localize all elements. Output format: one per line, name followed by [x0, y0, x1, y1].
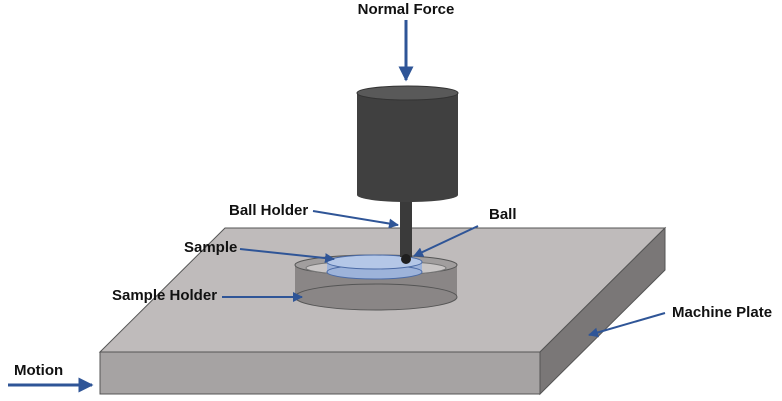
sample-holder-bottom	[294, 283, 458, 311]
ball-holder-rod	[400, 195, 412, 257]
ball	[401, 254, 411, 264]
ball-arrow	[413, 225, 479, 257]
machine-plate-front	[99, 351, 541, 395]
sample-label: Sample	[184, 239, 237, 256]
cylinder-body	[357, 93, 458, 195]
normal-force-label: Normal Force	[358, 1, 455, 18]
ball-holder-arrow	[312, 210, 399, 229]
machine-plate-label: Machine Plate	[672, 304, 772, 321]
ball-label: Ball	[489, 206, 517, 223]
motion-label: Motion	[14, 362, 63, 379]
machine-plate-side	[539, 226, 666, 396]
cylinder-bottom	[357, 188, 458, 202]
sample-holder-label: Sample Holder	[112, 287, 217, 304]
machine-plate-arrow	[588, 312, 666, 338]
load-cylinder	[356, 85, 459, 202]
cylinder-top	[356, 85, 459, 101]
ball-holder-label: Ball Holder	[229, 202, 308, 219]
sample-arrow	[239, 248, 335, 264]
